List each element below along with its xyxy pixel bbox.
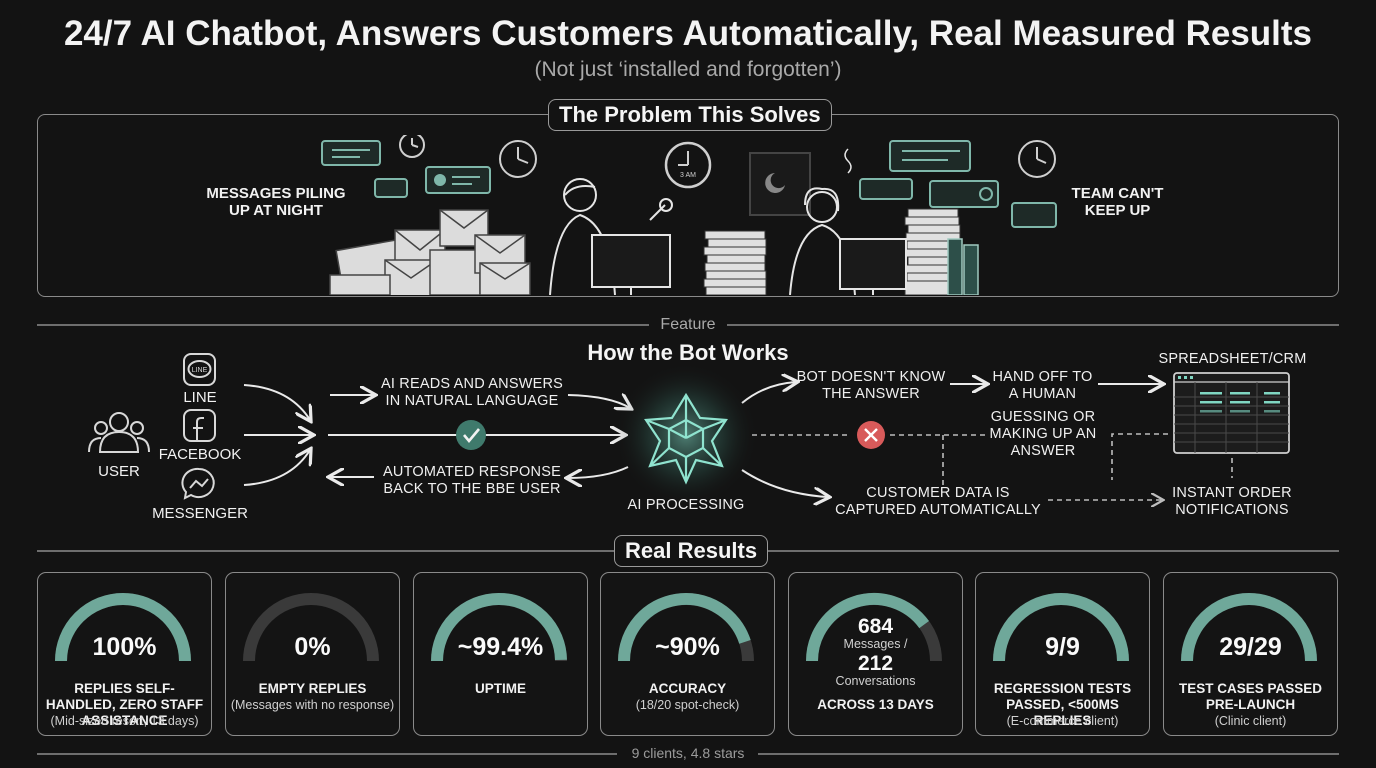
messenger-icon	[181, 467, 215, 500]
chat-bubble-icon	[321, 140, 1057, 228]
arrow-ai-to-captured	[741, 469, 828, 497]
channel-facebook-label: FACEBOOK	[158, 446, 242, 463]
page-subtitle: (Not just ‘installed and forgotten’)	[534, 58, 842, 81]
gauge	[55, 593, 191, 662]
gauge-fill	[618, 592, 751, 662]
flow-diagram: LINE	[88, 353, 1290, 540]
problem-illustration: 3 AM	[321, 135, 1057, 295]
result-label: UPTIME	[474, 681, 526, 696]
gauge-fill	[806, 593, 930, 662]
gauge-fill	[993, 593, 1129, 662]
spreadsheet-icon	[1173, 372, 1290, 454]
window-icon	[749, 152, 811, 216]
clock-3am-text: 3 AM	[680, 172, 696, 179]
stressed-man-illustration	[549, 178, 673, 295]
results-divider-left	[37, 550, 615, 552]
dont-know-label: BOT DOESN'T KNOW THE ANSWER	[796, 369, 946, 402]
feature-divider-right	[727, 324, 1339, 326]
result-card: 100% REPLIES SELF-HANDLED, ZERO STAFF ASS…	[37, 572, 212, 736]
result-value-secondary: 212	[857, 652, 894, 675]
result-label: ACROSS 13 DAYS	[817, 697, 934, 712]
feature-divider-label: Feature	[660, 316, 716, 333]
result-label: REPLIES SELF-HANDLED, ZERO STAFF ASSISTA…	[45, 681, 204, 728]
result-label: EMPTY REPLIES	[258, 681, 367, 696]
gauge-fill	[1181, 593, 1317, 662]
problem-left-label: MESSAGES PILING UP AT NIGHT	[206, 185, 346, 219]
result-sub-label: (Mid-sized resort, 13 days)	[50, 714, 199, 728]
problem-right-label: TEAM CAN'T KEEP UP	[1071, 185, 1164, 219]
dashed-crm-to-guess	[1111, 433, 1168, 480]
result-value: 0%	[294, 633, 331, 661]
result-value: 29/29	[1219, 633, 1282, 661]
result-sub-label: (E-commerce client)	[1006, 714, 1119, 728]
result-value-unit: Messages /	[843, 637, 908, 651]
gauge-track	[243, 593, 379, 662]
notifications-label: INSTANT ORDER NOTIFICATIONS	[1172, 485, 1292, 518]
gauge-fill	[55, 593, 191, 662]
line-icon	[183, 353, 216, 386]
checkmark-icon	[456, 420, 486, 450]
gauge	[243, 593, 379, 662]
arrow-ai-to-response	[568, 466, 629, 478]
result-value: 9/9	[1045, 633, 1080, 661]
page-title: 24/7 AI Chatbot, Answers Customers Autom…	[63, 14, 1313, 53]
automated-response-label: AUTOMATED RESPONSE BACK TO THE BBE USER	[383, 464, 561, 497]
footer-divider-right	[758, 753, 1339, 755]
gauge	[431, 592, 567, 662]
arrow-line-in	[243, 384, 310, 420]
gauge	[1181, 593, 1317, 662]
result-value: ~90%	[655, 633, 720, 661]
result-value: ~99.4%	[457, 633, 544, 661]
reads-answers-label: AI READS AND ANSWERS IN NATURAL LANGUAGE	[380, 376, 564, 409]
arrow-ai-to-dontknow	[741, 382, 796, 404]
envelope-pile-icon	[329, 209, 531, 295]
ai-processing-icon	[614, 363, 758, 507]
handoff-label: HAND OFF TO A HUMAN	[992, 369, 1093, 402]
paper-stack-icon	[703, 208, 962, 295]
user-group-icon	[88, 412, 150, 453]
result-label: TEST CASES PASSED PRE-LAUNCH	[1178, 681, 1323, 712]
cross-icon	[857, 421, 885, 449]
results-divider-right	[760, 550, 1339, 552]
result-card: ~90% ACCURACY (18/20 spot-check)	[600, 572, 775, 736]
clock-icon	[399, 135, 1056, 189]
result-sub-label: (Clinic client)	[1214, 714, 1287, 728]
feature-divider-left	[37, 324, 649, 326]
result-label: REGRESSION TESTS PASSED, <500MS REPLIES	[993, 681, 1132, 728]
stressed-woman-illustration	[789, 148, 907, 295]
channel-messenger-label: MESSENGER	[152, 505, 248, 522]
results-heading: Real Results	[614, 535, 769, 567]
footer-note: 9 clients, 4.8 stars	[631, 745, 745, 761]
gauge	[806, 593, 942, 662]
result-card: 0% EMPTY REPLIES (Messages with no respons…	[225, 572, 400, 736]
binder-icon	[947, 238, 979, 295]
ai-processing-label: AI PROCESSING	[627, 497, 745, 513]
line-icon-text: LINE	[192, 367, 208, 374]
crm-label: SPREADSHEET/CRM	[1158, 351, 1307, 367]
guessing-label: GUESSING OR MAKING UP AN ANSWER	[989, 409, 1097, 459]
result-value: 684	[857, 615, 894, 638]
facebook-icon	[183, 409, 216, 442]
footer-divider-left	[37, 753, 617, 755]
captured-label: CUSTOMER DATA IS CAPTURED AUTOMATICALLY	[835, 485, 1041, 518]
result-sub-label: (Messages with no response)	[230, 698, 395, 712]
result-sub-label: (18/20 spot-check)	[635, 698, 740, 712]
gauge	[618, 592, 754, 662]
user-label: USER	[98, 463, 140, 480]
arrow-messenger-in	[243, 450, 310, 486]
result-value-secondary-unit: Conversations	[835, 674, 916, 688]
gauge	[993, 593, 1129, 662]
problem-heading: The Problem This Solves	[548, 99, 832, 131]
result-label: ACCURACY	[648, 681, 727, 696]
channel-line-label: LINE	[183, 389, 217, 406]
result-value: 100%	[92, 633, 157, 661]
feature-heading: How the Bot Works	[587, 340, 789, 365]
result-card: ~99.4% UPTIME	[413, 572, 588, 736]
gauge-fill	[431, 592, 567, 662]
